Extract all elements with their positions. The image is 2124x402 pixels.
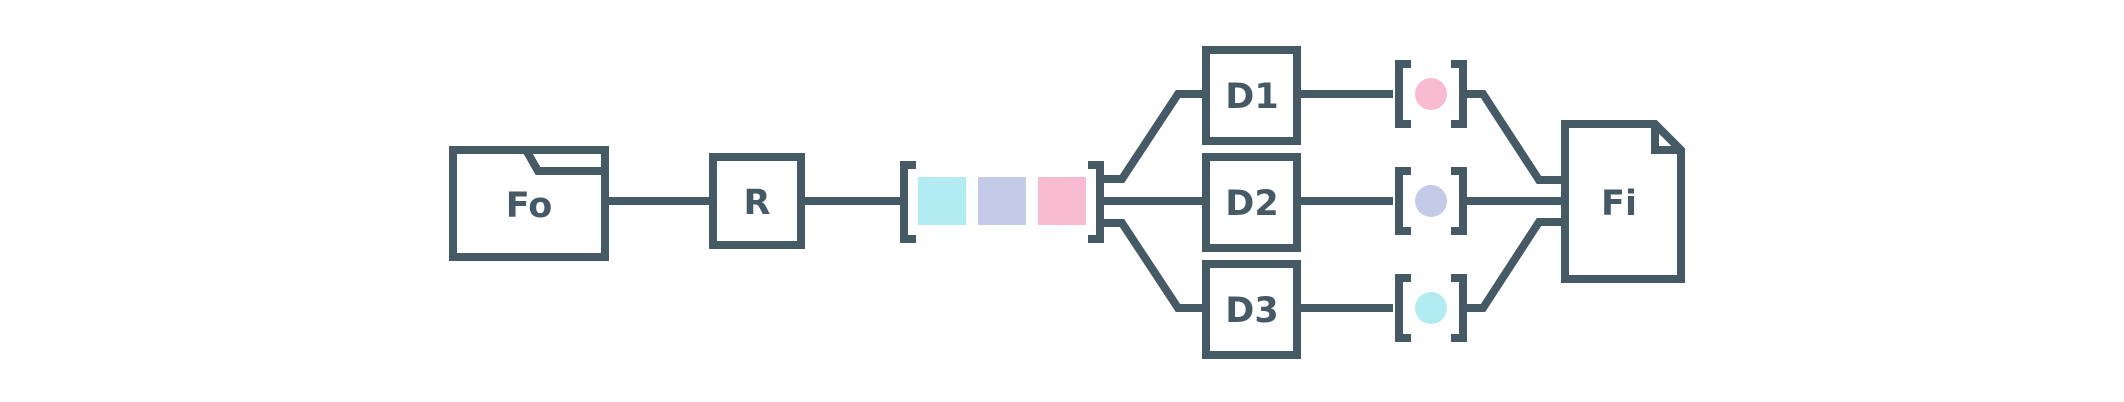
buffer-1-bracket-right [1451,60,1467,128]
connector-buffer1-file [1464,90,1561,184]
file-icon [1561,120,1685,283]
buffer-1 [1395,60,1467,128]
reader-box [709,153,805,249]
decoder-label-1: D1 [1225,77,1278,117]
decoder-node-3: D3 [1202,260,1301,359]
decoder-node-2: D2 [1202,153,1301,252]
buffer-1-item-pink [1415,78,1447,110]
file-label: Fi [1601,184,1637,224]
buffer-2-item-lavender [1415,185,1447,217]
decoder-node-1: D1 [1202,46,1301,145]
decoder-box-1 [1202,46,1301,145]
buffer-1-bracket-left [1395,60,1411,128]
buffer-2-bracket-right [1451,167,1467,235]
connector-buffer3-file [1464,218,1561,312]
queue-item-cyan [918,177,966,225]
buffer-3-bracket-left [1395,274,1411,342]
file-corner-fold [1651,124,1681,154]
connectors [609,90,1561,312]
reader-node: R [709,153,805,249]
buffer-2 [1395,167,1467,235]
decoder-box-3 [1202,260,1301,359]
buffer-3-item-cyan [1415,292,1447,324]
buffer-2-bracket-left [1395,167,1411,235]
folder-node: Fo [449,146,609,261]
connector-queue-d3 [1102,219,1202,312]
queue-bracket-left [900,161,916,243]
queue [900,161,1104,243]
decoder-box-2 [1202,153,1301,252]
folder-tab [522,148,605,175]
connector-queue-d1 [1102,90,1202,183]
reader-label: R [744,183,771,223]
queue-item-pink [1038,177,1086,225]
queue-bracket-right [1088,161,1104,243]
buffer-3-bracket-right [1451,274,1467,342]
decoder-label-3: D3 [1225,291,1278,331]
folder-label: Fo [506,186,553,226]
decoder-label-2: D2 [1225,184,1278,224]
buffer-3 [1395,274,1467,342]
file-node: Fi [1561,120,1685,283]
queue-item-lavender [978,177,1026,225]
